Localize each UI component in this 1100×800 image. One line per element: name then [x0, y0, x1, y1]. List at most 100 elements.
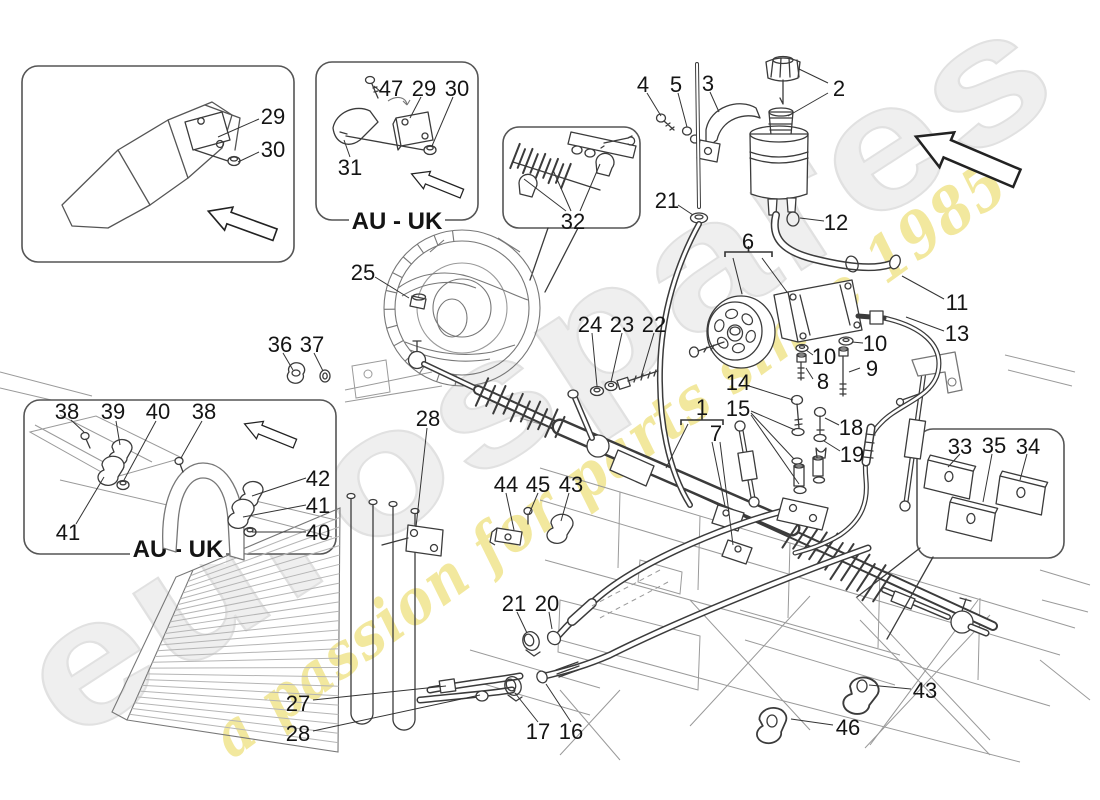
leader-line: [823, 440, 841, 452]
callout-43: 43: [559, 472, 583, 522]
part-number-label: 6: [742, 229, 754, 254]
part-number-label: 23: [610, 312, 634, 337]
leader-line: [799, 217, 825, 222]
part-number-label: 42: [306, 466, 330, 491]
bolt-and-washers: [589, 369, 659, 397]
part-number-label: 11: [946, 290, 969, 315]
part-number-label: 27: [286, 691, 310, 716]
callout-28: 28: [286, 694, 481, 746]
part-number-label: 14: [726, 370, 750, 395]
leader-line: [251, 477, 307, 497]
leader-line: [646, 92, 662, 117]
part-number-label: 37: [300, 332, 324, 357]
leader-line: [851, 341, 864, 344]
clutch-housing-upright: [383, 229, 541, 387]
part-number-label: 46: [836, 715, 860, 740]
part-number-label: 30: [445, 76, 469, 101]
leader-line: [677, 92, 688, 128]
callout-34: 34: [1016, 434, 1040, 481]
leader-line: [374, 276, 410, 299]
leader-line: [640, 332, 655, 378]
callout-6: 6: [724, 229, 788, 295]
leader-line: [560, 492, 570, 522]
callout-15: 15: [726, 396, 800, 485]
leader-line: [750, 414, 800, 485]
svg-text:AU - UK: AU - UK: [133, 536, 224, 563]
leader-line: [312, 694, 481, 732]
leader-line: [409, 96, 422, 119]
callout-30: 30: [237, 137, 285, 163]
part-number-label: 7: [710, 421, 722, 446]
leader-line: [123, 420, 157, 481]
part-number-label: 32: [561, 209, 585, 234]
pipe-clamp-parts: [489, 506, 574, 546]
callout-29: 29: [409, 76, 436, 119]
leader-line: [610, 332, 623, 383]
callout-3: 3: [702, 71, 720, 113]
part-number-label: 25: [351, 260, 375, 285]
callout-8: 8: [805, 367, 829, 394]
part-number-label: 4: [637, 72, 649, 97]
callout-39: 39: [101, 399, 125, 446]
leader-line: [70, 419, 85, 433]
callout-11: 11: [901, 275, 969, 315]
callout-17: 17: [514, 692, 550, 744]
au-uk-top-box-art: [332, 75, 437, 156]
leader-line: [415, 427, 428, 528]
power-steering-pump: [688, 279, 887, 531]
part-number-label: 21: [502, 591, 526, 616]
leader-line: [748, 385, 794, 401]
leader-line: [552, 169, 572, 212]
leader-line: [505, 492, 515, 531]
callout-19: 19: [823, 440, 864, 467]
leader-line: [805, 367, 814, 380]
part-number-label: 28: [286, 721, 310, 746]
part-number-label: 38: [55, 399, 79, 424]
part-number-label: 41: [306, 493, 330, 518]
leader-line: [242, 504, 307, 518]
inset-box-au-uk-top-label: AU - UK: [349, 208, 445, 236]
leader-line: [805, 349, 814, 356]
callout-47: 47: [373, 76, 403, 101]
part-number-label: 38: [192, 399, 216, 424]
leader-line: [719, 441, 734, 546]
leader-line: [180, 420, 203, 459]
callout-5: 5: [670, 72, 688, 128]
part-number-label: 21: [655, 188, 679, 213]
leader-line: [115, 420, 121, 446]
part-number-label: 9: [866, 356, 878, 381]
part-number-label: 28: [416, 406, 440, 431]
callout-22: 22: [640, 312, 666, 378]
leader-line: [548, 611, 553, 630]
callout-16: 16: [545, 683, 583, 744]
callout-13: 13: [905, 316, 969, 346]
direction-arrow-au-uk-top: [410, 170, 465, 199]
part-number-label: 18: [839, 415, 863, 440]
callout-38: 38: [55, 399, 85, 433]
callout-40: 40: [123, 399, 170, 481]
callout-24: 24: [578, 312, 602, 387]
callout-36: 36: [268, 332, 294, 371]
callout-42: 42: [251, 466, 330, 497]
callout-21: 21: [655, 188, 694, 216]
leader-line: [516, 611, 528, 634]
part-number-label: 15: [726, 396, 750, 421]
callout-27: 27: [286, 685, 447, 716]
leader-line: [579, 163, 601, 212]
callout-9: 9: [848, 356, 878, 381]
leader-line: [790, 718, 834, 726]
callout-14: 14: [726, 370, 794, 401]
callout-7: 7: [710, 421, 734, 546]
callout-23: 23: [610, 312, 634, 383]
part-number-label: 29: [261, 104, 285, 129]
leader-line: [824, 417, 840, 426]
callout-38: 38: [180, 399, 216, 459]
leader-line: [545, 683, 572, 723]
part-number-label: 10: [812, 344, 836, 369]
callout-25: 25: [351, 260, 410, 299]
part-number-label: 5: [670, 72, 682, 97]
leader-line: [798, 68, 829, 84]
callout-41: 41: [242, 493, 330, 518]
part-number-label: 13: [945, 321, 969, 346]
